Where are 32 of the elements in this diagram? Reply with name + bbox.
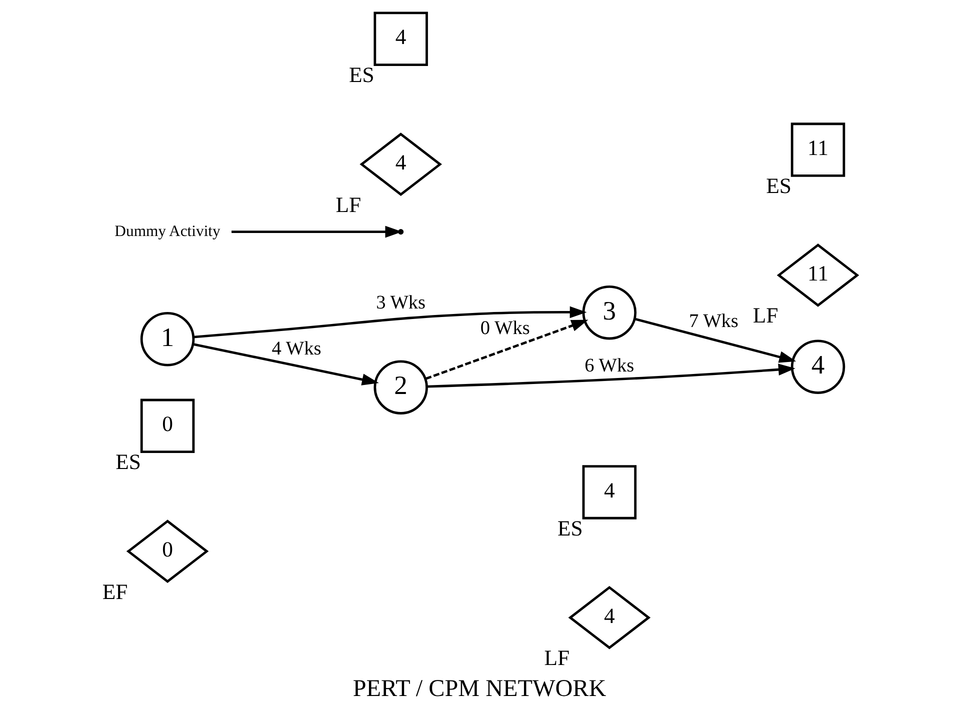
edge-label: 3 Wks — [376, 292, 426, 314]
arrow — [426, 364, 795, 388]
node-label: EF — [102, 580, 128, 604]
node-circle: 1 — [140, 312, 194, 366]
node-box: 11 — [790, 122, 845, 177]
arrow — [424, 320, 588, 380]
arrow — [192, 343, 378, 386]
node-diamond: 4 — [568, 586, 650, 650]
node-diamond: 11 — [776, 244, 859, 307]
node-diamond: 0 — [126, 520, 208, 583]
node-text: Dummy Activity — [114, 222, 220, 240]
node-box: 4 — [582, 465, 636, 520]
caption: PERT / CPM NETWORK — [352, 676, 606, 702]
node-label: ES — [557, 516, 582, 541]
edge-label: 0 Wks — [480, 318, 530, 340]
edge-label: 4 Wks — [271, 338, 321, 360]
node-box: 4 — [373, 12, 428, 66]
node-circle: 4 — [790, 340, 845, 394]
node-diamond: 4 — [359, 132, 442, 196]
arrow — [192, 306, 586, 338]
node-label: LF — [544, 646, 570, 670]
arrow — [634, 318, 796, 363]
edge-label: 7 Wks — [688, 310, 738, 332]
node-box: 0 — [140, 398, 194, 454]
node-label: ES — [115, 450, 141, 474]
edge-label: 6 Wks — [584, 355, 634, 376]
node-label: LF — [335, 192, 361, 217]
node-label: ES — [348, 63, 374, 88]
node-circle: 2 — [373, 360, 428, 414]
node-circle: 3 — [582, 285, 636, 340]
node-label: ES — [766, 174, 791, 198]
node-label: LF — [752, 304, 778, 328]
